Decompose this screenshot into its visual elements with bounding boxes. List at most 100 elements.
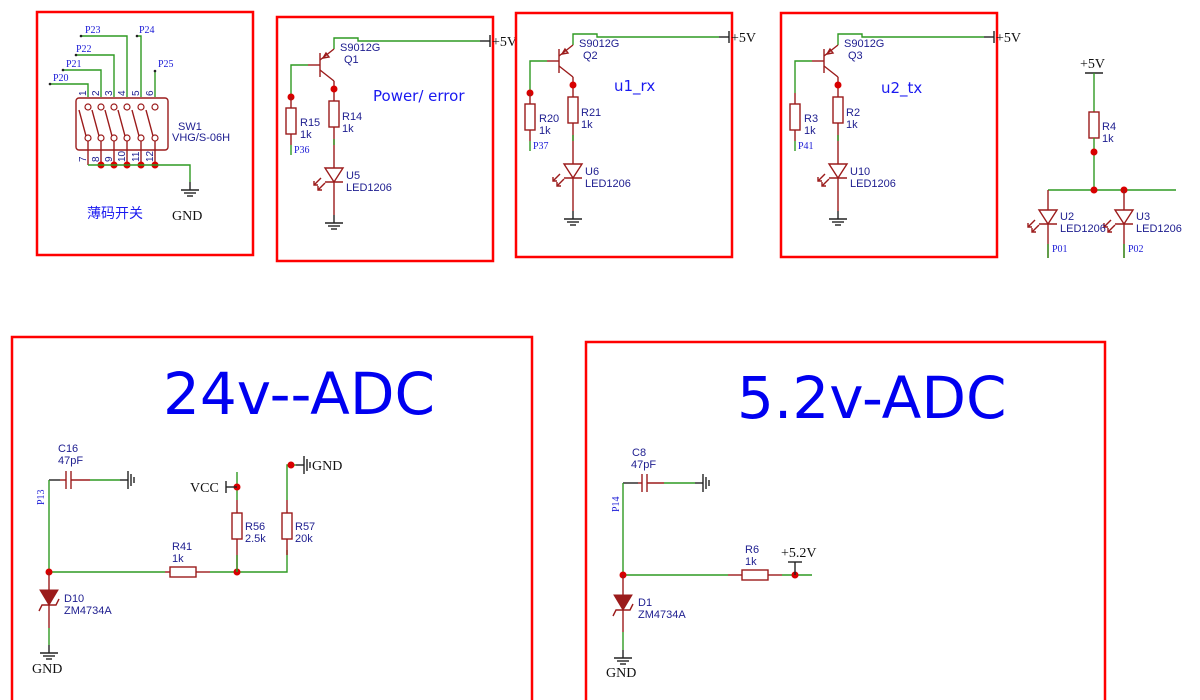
net-label: P13 [36,489,47,505]
component-value: 1k [342,123,354,135]
component-part: LED1206 [1136,223,1182,235]
net-label: P23 [85,25,101,36]
component-value: 1k [804,125,816,137]
component-value: 1k [539,125,551,137]
net-label: P37 [533,141,549,152]
dip-switch-block: P20 P21 P22 P23 P24 P25 172839410511612 … [35,10,255,257]
component-part: LED1206 [585,178,631,190]
component-value: 1k [1102,133,1114,145]
dual-led-block: +5V R4 1k U2 LED1206 U3 LED1206 P01 P02 [1027,57,1182,258]
component-ref: D10 [64,593,84,605]
led-icon [313,167,344,191]
component-ref: R20 [539,113,559,125]
component-value: 1k [745,556,757,568]
pnp-transistor [319,48,335,82]
pin-number: 5 [131,90,142,96]
net-label: P01 [1052,244,1068,255]
component-ref: U3 [1136,211,1150,223]
component-ref: U6 [585,166,599,178]
component-part: S9012G [340,42,380,54]
led-icon [552,163,583,187]
net-label: P41 [798,141,814,152]
component-ref: R14 [342,111,362,123]
component-part: S9012G [579,38,619,50]
pin-number: 1 [78,90,89,96]
pin-number: 3 [104,90,115,96]
led-icon [817,163,848,187]
component-ref: R3 [804,113,818,125]
gnd-label: GND [172,209,202,224]
component-value: 1k [581,119,593,131]
gnd-label: GND [32,662,62,677]
section-frame [514,11,734,259]
supply-label: +5V [996,31,1021,46]
component-part: S9012G [844,38,884,50]
section-frame [35,10,255,257]
component-value: 47pF [631,459,656,471]
net-label: P36 [294,145,310,156]
component-ref: D1 [638,597,652,609]
component-value: 1k [172,553,184,565]
component-value: 2.5k [245,533,266,545]
component-ref: Q3 [848,50,863,62]
net-label: P02 [1128,244,1144,255]
component-ref: C8 [632,447,646,459]
component-ref: R56 [245,521,265,533]
ground-icon [563,210,583,226]
net-label: P25 [158,59,174,70]
component-ref: R6 [745,544,759,556]
gnd-label: GND [606,666,636,681]
gnd-label: GND [312,459,342,474]
component-ref: Q2 [583,50,598,62]
section-title: u1_rx [614,77,655,96]
ground-icon [324,214,344,230]
component-part: VHG/S-06H [172,132,230,144]
section-title: Power/ error [373,87,465,105]
component-value: 20k [295,533,313,545]
component-part: ZM4734A [64,605,112,617]
component-part: LED1206 [850,178,896,190]
pin-number: 8 [91,156,102,162]
pnp-transistor [558,44,574,78]
net-label: P14 [611,496,622,512]
section-frame [10,335,534,700]
component-ref: R4 [1102,121,1116,133]
supply-label: +5V [1080,57,1105,72]
dip-switch-body [75,97,169,151]
pin-number: 2 [91,90,102,96]
section-frame [584,340,1107,700]
component-ref: U5 [346,170,360,182]
pin-number: 9 [104,156,115,162]
pin-number: 10 [117,150,128,162]
section-frame [275,15,495,263]
component-part: ZM4734A [638,609,686,621]
component-ref: R2 [846,107,860,119]
adc-24v-block: 24v--ADC C16 47pF P13 R41 1k VCC R56 2.5… [10,335,534,700]
pin-number: 12 [145,150,156,162]
supply-label: +5V [731,31,756,46]
net-label: P24 [139,25,155,36]
section-title: 薄码开关 [87,206,143,222]
net-label: P21 [66,59,82,70]
supply-label: +5V [492,35,517,50]
pin-number: 7 [78,156,89,162]
component-part: LED1206 [1060,223,1106,235]
component-ref: R57 [295,521,315,533]
component-ref: R41 [172,541,192,553]
led-driver-block: +5VS9012GQ1R151kP36R141kU5LED1206Power/ … [275,15,517,263]
section-title: u2_tx [881,79,922,98]
adc-5v2-block: 5.2v-ADC C8 47pF P14 +5.2V R6 1k GND D1 … [584,340,1107,700]
component-ref: R15 [300,117,320,129]
component-part: LED1206 [346,182,392,194]
component-value: 1k [300,129,312,141]
pin-number: 4 [117,90,128,96]
section-title: 5.2v-ADC [737,364,1007,432]
net-label: P22 [76,44,92,55]
component-value: 1k [846,119,858,131]
supply-label: +5.2V [781,546,817,561]
component-ref: R21 [581,107,601,119]
vcc-label: VCC [190,481,219,496]
